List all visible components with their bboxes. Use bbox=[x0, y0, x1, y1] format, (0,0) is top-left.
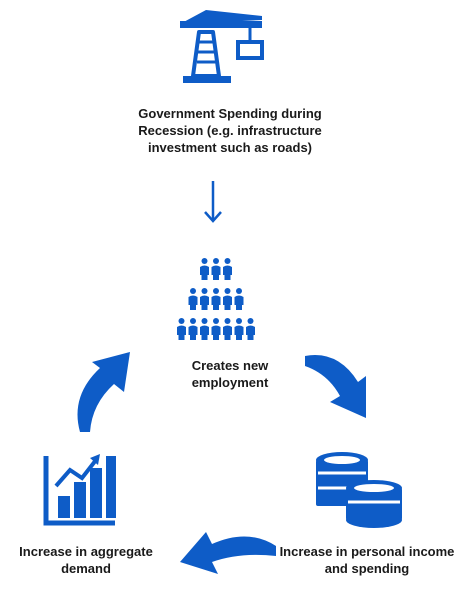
person-icon bbox=[234, 288, 244, 310]
person-icon bbox=[188, 318, 198, 340]
income-label: Increase in personal income and spending bbox=[278, 543, 456, 577]
arrow-demand-to-employment bbox=[77, 352, 130, 432]
coins-icon bbox=[316, 452, 402, 528]
person-icon bbox=[223, 258, 232, 280]
label-line: investment such as roads) bbox=[148, 140, 312, 155]
person-icon bbox=[234, 318, 244, 340]
person-icon bbox=[188, 288, 198, 310]
label-line: Creates new bbox=[191, 358, 269, 373]
government-spending-label: Government Spending during Recession (e.… bbox=[100, 105, 360, 156]
label-line: Government Spending during bbox=[138, 106, 322, 121]
label-line: Increase in personal income bbox=[279, 544, 455, 559]
person-icon bbox=[211, 288, 221, 310]
down-arrow-icon bbox=[204, 181, 222, 223]
label-line: Recession (e.g. infrastructure bbox=[138, 123, 322, 138]
person-icon bbox=[246, 318, 255, 340]
demand-label: Increase in aggregate demand bbox=[2, 543, 170, 577]
person-icon bbox=[223, 288, 232, 310]
label-line: Increase in aggregate bbox=[19, 544, 153, 559]
people-group-icon bbox=[177, 258, 255, 340]
person-icon bbox=[211, 258, 221, 280]
arrow-income-to-demand bbox=[180, 532, 276, 574]
growth-chart-icon bbox=[43, 454, 116, 526]
person-icon bbox=[223, 318, 232, 340]
label-line: demand bbox=[61, 561, 111, 576]
person-icon bbox=[200, 288, 209, 310]
label-line: employment bbox=[191, 375, 269, 390]
crane-icon bbox=[180, 10, 264, 83]
employment-label: Creates new employment bbox=[140, 357, 320, 391]
person-icon bbox=[211, 318, 221, 340]
label-line: and spending bbox=[324, 561, 410, 576]
person-icon bbox=[200, 258, 209, 280]
person-icon bbox=[177, 318, 186, 340]
person-icon bbox=[200, 318, 209, 340]
arrow-employment-to-income bbox=[305, 355, 366, 418]
